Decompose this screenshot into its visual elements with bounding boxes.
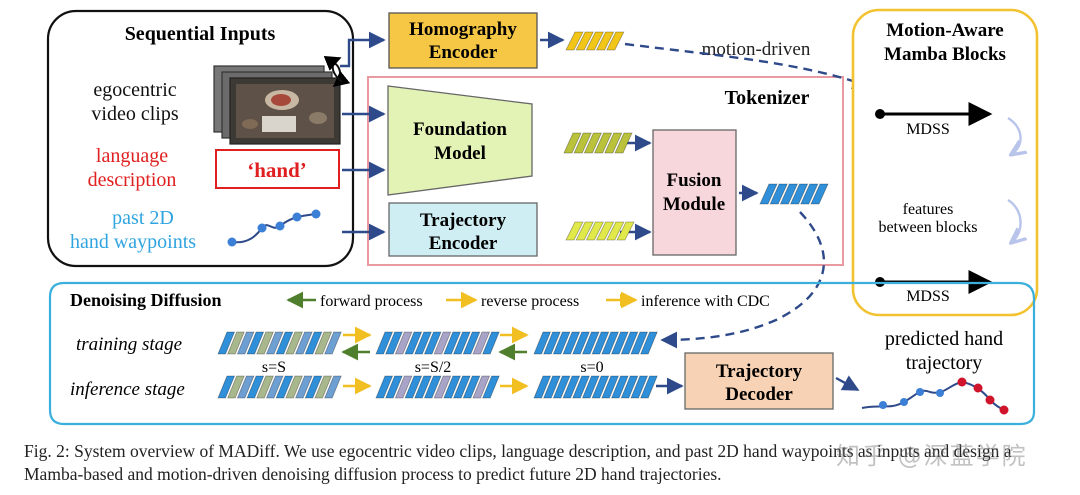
mamba-title-line1: Motion-Aware xyxy=(886,20,1004,41)
trajectory-encoder-line1: Trajectory xyxy=(420,210,507,231)
inference-stage-label: inference stage xyxy=(70,379,185,400)
legend: forward process reverse process inferenc… xyxy=(286,291,770,310)
language-label-line1: language xyxy=(96,145,168,167)
waypoints-label-line1: past 2D xyxy=(112,207,174,229)
foundation-tokens xyxy=(563,132,633,154)
mdss-bottom-label: MDSS xyxy=(906,288,950,305)
foundation-model-line1: Foundation xyxy=(413,119,507,140)
watermark: 知乎 @深蓝学院 xyxy=(836,442,1028,470)
s-equals-S-label: s=S xyxy=(262,359,286,376)
trajectory-encoder-line2: Encoder xyxy=(429,233,498,254)
mamba-title-line2: Mamba Blocks xyxy=(884,44,1006,65)
hand-token-text: ‘hand’ xyxy=(247,158,307,182)
figure-caption: Fig. 2: System overview of MADiff. We us… xyxy=(24,441,1012,484)
waypoints-label-line2: hand waypoints xyxy=(70,231,196,253)
fusion-to-diffusion-arrow xyxy=(660,211,825,349)
legend-forward-text: forward process xyxy=(320,293,423,310)
video-clips-label-line2: video clips xyxy=(91,103,178,125)
mdss-top-label: MDSS xyxy=(906,121,950,138)
trajectory-tokens xyxy=(565,221,635,241)
language-label-line2: description xyxy=(88,169,177,191)
infer-tokens-s-0 xyxy=(533,375,658,399)
mamba-flow-arrow-1 xyxy=(1008,116,1021,154)
predicted-label-line1: predicted hand xyxy=(885,328,1003,350)
video-frames-icon xyxy=(213,65,341,145)
hand-token-box xyxy=(215,149,340,189)
denoising-diffusion-panel xyxy=(48,281,1036,426)
mamba-flow-arrow-2 xyxy=(1007,198,1021,242)
predicted-trajectory-curve xyxy=(861,377,1009,415)
training-arrows xyxy=(341,326,529,361)
inference-arrows xyxy=(343,375,860,395)
train-tokens-s-S2 xyxy=(375,331,500,355)
train-tokens-s-0 xyxy=(533,331,658,355)
train-tokens-s-S xyxy=(217,331,342,355)
trajectory-encoder-box xyxy=(388,202,538,257)
infer-tokens-s-S2 xyxy=(375,375,500,399)
training-stage-label: training stage xyxy=(76,334,182,355)
s-equals-0-label: s=0 xyxy=(580,359,603,376)
homography-encoder-line1: Homography xyxy=(409,19,517,40)
legend-inference-text: inference with CDC xyxy=(641,293,770,310)
fusion-module-line2: Module xyxy=(663,194,725,215)
foundation-model-box xyxy=(387,85,533,196)
motion-driven-arrow xyxy=(624,42,870,89)
motion-driven-label: motion-driven xyxy=(702,39,811,60)
features-label-line2: between blocks xyxy=(878,219,977,236)
trajectory-decoder-box xyxy=(684,352,834,410)
trajectory-decoder-line2: Decoder xyxy=(725,384,793,405)
foundation-model-line2: Model xyxy=(434,143,486,164)
mdss-top-arrow xyxy=(875,102,993,126)
past-waypoints-curve xyxy=(227,209,321,247)
fusion-tokens xyxy=(759,183,829,205)
mamba-blocks-panel xyxy=(851,8,1039,317)
legend-reverse-text: reverse process xyxy=(481,293,579,310)
sequential-inputs-title: Sequential Inputs xyxy=(125,23,276,45)
tokenizer-title: Tokenizer xyxy=(725,87,810,109)
predicted-label-line2: trajectory xyxy=(906,352,983,374)
features-label-line1: features xyxy=(903,201,954,218)
trajectory-decoder-line1: Trajectory xyxy=(716,361,803,382)
fusion-module-line1: Fusion xyxy=(667,170,722,191)
homography-tokens xyxy=(565,31,625,51)
s-equals-S2-label: s=S/2 xyxy=(415,359,452,376)
homography-encoder-line2: Encoder xyxy=(429,42,498,63)
denoising-diffusion-title: Denoising Diffusion xyxy=(70,290,222,310)
fusion-module-box xyxy=(652,129,737,256)
video-stack-arrow-back xyxy=(323,55,343,83)
homography-encoder-box xyxy=(388,12,538,69)
infer-tokens-s-S xyxy=(217,375,342,399)
video-clips-label-line1: egocentric xyxy=(93,79,176,101)
